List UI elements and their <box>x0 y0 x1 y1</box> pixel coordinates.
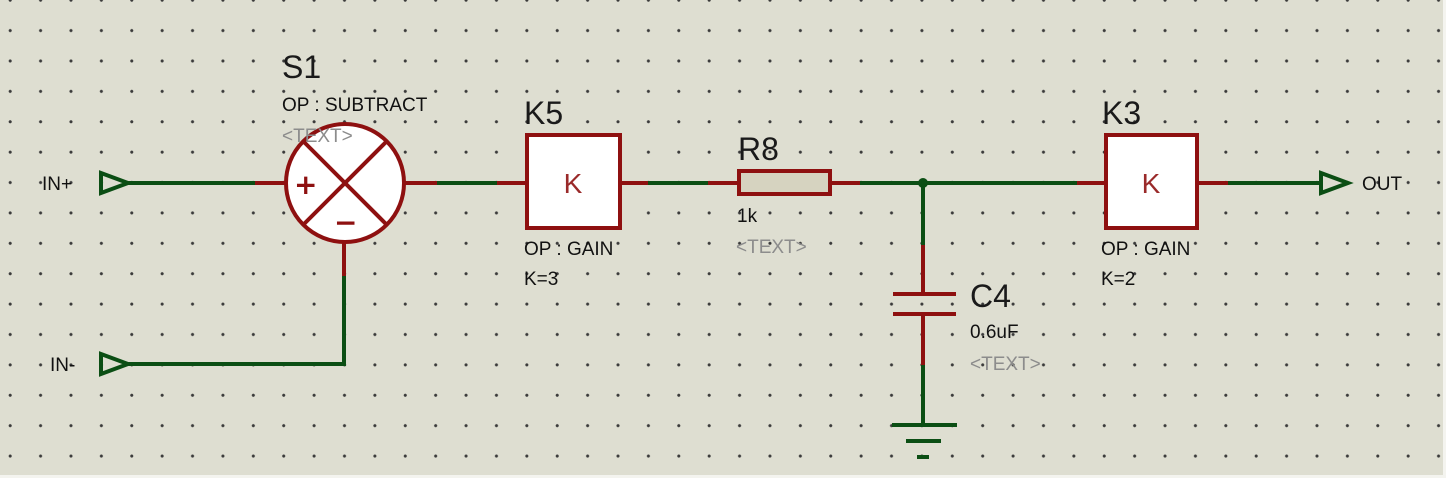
r8-text-placeholder: <TEXT> <box>736 237 807 258</box>
k5-symbol: K <box>564 168 583 199</box>
k3-symbol: K <box>1142 168 1161 199</box>
component-k3[interactable]: K3 K OP : GAIN K=2 <box>1077 95 1228 290</box>
junction-dot <box>918 178 928 188</box>
c4-text-placeholder: <TEXT> <box>970 354 1041 375</box>
wire-in-minus-to-s1[interactable] <box>126 274 346 366</box>
k3-operation: OP : GAIN <box>1101 239 1190 260</box>
output-terminal-icon <box>1319 170 1354 196</box>
terminal-in-minus[interactable]: IN- <box>50 351 134 377</box>
k3-reference: K3 <box>1102 95 1141 131</box>
k5-gain-value: K=3 <box>524 269 558 290</box>
input-terminal-icon <box>99 351 134 377</box>
resistor-icon <box>737 169 832 196</box>
terminal-in-plus[interactable]: IN+ <box>42 170 134 196</box>
s1-text-placeholder: <TEXT> <box>282 126 353 147</box>
gain-block-icon <box>1104 133 1199 230</box>
ground-icon[interactable] <box>892 423 957 459</box>
r8-value: 1k <box>737 206 758 227</box>
terminal-in-plus-label: IN+ <box>42 174 72 195</box>
component-k5[interactable]: K5 K OP : GAIN K=3 <box>497 95 648 290</box>
s1-reference: S1 <box>282 49 321 85</box>
component-r8[interactable]: R8 1k <TEXT> <box>708 131 860 258</box>
c4-reference: C4 <box>970 278 1011 314</box>
gain-block-icon <box>525 133 622 230</box>
c4-value: 0.6uF <box>970 322 1019 343</box>
s1-operation: OP : SUBTRACT <box>282 95 428 116</box>
capacitor-icon <box>893 292 956 316</box>
terminal-in-minus-label: IN- <box>50 355 75 376</box>
summing-junction-icon <box>284 122 406 244</box>
s1-minus-sign: − <box>334 206 357 239</box>
input-terminal-icon <box>99 170 134 196</box>
r8-reference: R8 <box>738 131 779 167</box>
terminal-out-label: OUT <box>1362 174 1403 195</box>
wires <box>126 178 1322 427</box>
k5-reference: K5 <box>524 95 563 131</box>
component-s1[interactable]: S1 OP : SUBTRACT + − <TEXT> <box>255 49 437 276</box>
component-c4[interactable]: C4 0.6uF <TEXT> <box>893 245 1041 375</box>
k5-operation: OP : GAIN <box>524 239 613 260</box>
k3-gain-value: K=2 <box>1101 269 1135 290</box>
s1-plus-sign: + <box>294 168 317 201</box>
terminal-out[interactable]: OUT <box>1319 170 1403 196</box>
